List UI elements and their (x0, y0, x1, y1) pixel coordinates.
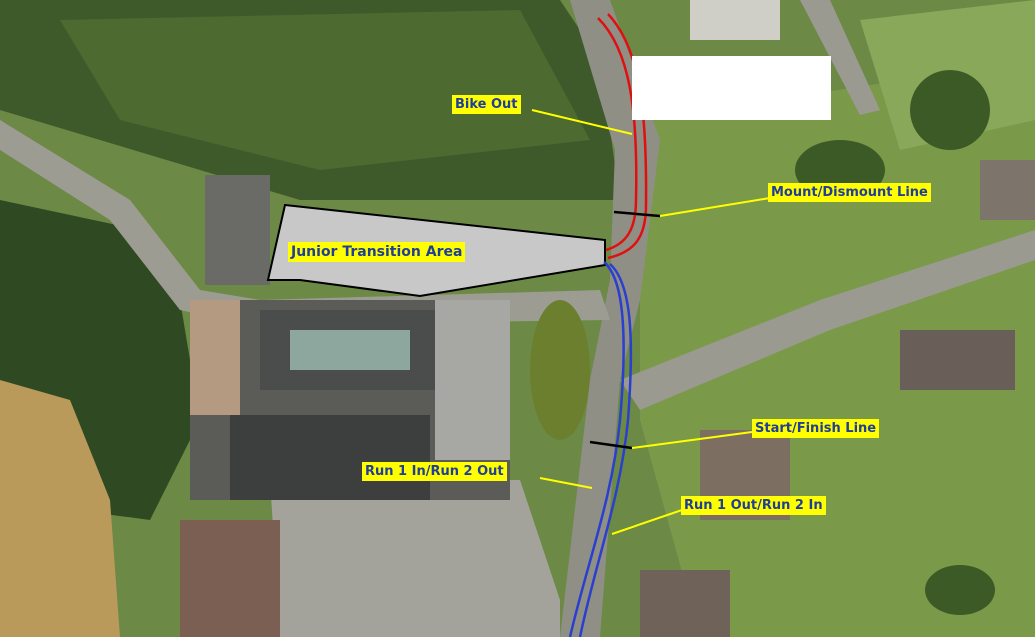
access-road (0, 120, 610, 325)
label-run1in-run2out: Run 1 In/Run 2 Out (362, 462, 507, 481)
label-bike-out: Bike Out (452, 95, 521, 114)
run-route-east (578, 263, 633, 637)
leader-line-mount-dismount (659, 197, 771, 217)
north-building (690, 0, 780, 40)
roof-section-east (435, 300, 510, 460)
label-run1out-run2in: Run 1 Out/Run 2 In (681, 496, 826, 515)
run-route-west (568, 261, 625, 637)
roof-section-west (190, 300, 240, 415)
tree-cluster (925, 565, 995, 615)
label-start-finish-line: Start/Finish Line (752, 419, 880, 438)
bike-route-inner (597, 17, 638, 252)
field-southwest (0, 380, 120, 637)
leader-line-bike-out (531, 109, 633, 135)
leader-line-start-finish (631, 431, 753, 449)
label-junior-transition-area: Junior Transition Area (288, 242, 466, 262)
southwest-building (180, 520, 280, 637)
north-shed (205, 175, 270, 285)
leader-line-run1in (539, 477, 593, 489)
leader-line-run1out (611, 509, 683, 535)
northeast-shed (980, 160, 1035, 220)
start-finish-line (589, 440, 633, 450)
car-park (270, 480, 560, 637)
woodland-canopy (60, 10, 590, 170)
east-barn (900, 330, 1015, 390)
hedge-row (530, 300, 590, 440)
mount-dismount-line (613, 210, 661, 218)
tree-cluster (910, 70, 990, 150)
skylight (290, 330, 410, 370)
redacted-block (632, 56, 831, 120)
bike-route-outer (607, 13, 648, 260)
southeast-house (640, 570, 730, 637)
north-lane (800, 0, 880, 115)
label-mount-dismount-line: Mount/Dismount Line (768, 183, 931, 202)
roof-section-south (230, 415, 430, 500)
side-road (620, 230, 1035, 410)
